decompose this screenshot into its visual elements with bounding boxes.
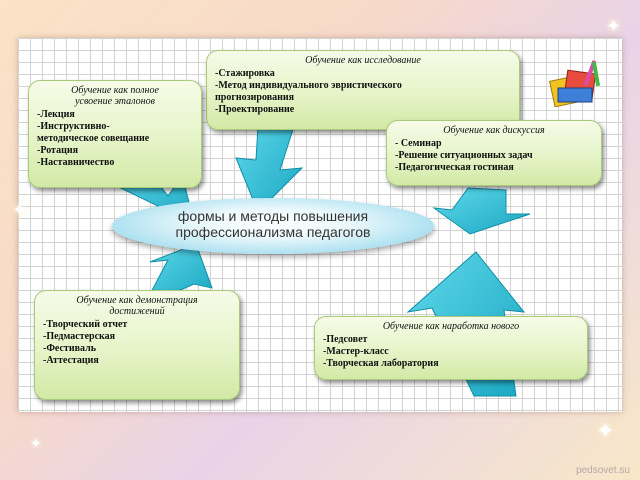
list-item: -Лекция [37, 109, 75, 120]
list-item: -Творческий отчет [43, 319, 128, 330]
list-item: -Ротация [37, 145, 79, 156]
list-item: -Творческая лаборатория [323, 358, 439, 369]
list-item: -Стажировка [215, 68, 275, 79]
list-item: -Проектирование [215, 104, 295, 115]
center-line: формы и методы повышения [177, 208, 369, 224]
list-item: прогнозирования [215, 92, 295, 103]
list-item: -Аттестация [43, 355, 99, 366]
sparkle-icon: ✦ [12, 200, 28, 220]
list-item: -Инструктивно- [37, 121, 110, 132]
title-line: достижений [109, 306, 165, 317]
box-achievements: Обучение как демонстрация достижений -Тв… [34, 290, 240, 400]
list-item: -Мастер-класс [323, 346, 389, 357]
sparkle-icon: ✦ [596, 418, 615, 443]
title-line: Обучение как полное [71, 85, 159, 96]
box-new-development-title: Обучение как наработка нового [382, 321, 520, 332]
box-new-development: Обучение как наработка нового -Педсовет … [314, 316, 588, 380]
box-full-mastery: Обучение как полное усвоение эталонов -Л… [28, 80, 202, 188]
center-topic-ellipse: формы и методы повышения профессионализм… [112, 198, 434, 254]
box-research: Обучение как исследование -Стажировка -М… [206, 50, 520, 130]
books-icon [549, 60, 601, 108]
box-full-mastery-title: Обучение как полное усвоение эталонов [37, 85, 193, 107]
list-item: -Метод индивидуального эвристического [215, 80, 402, 91]
watermark: pedsovet.su [576, 465, 630, 476]
list-item: методическое совещание [37, 133, 150, 144]
sparkle-icon: ✦ [30, 437, 42, 452]
list-item: - Семинар [395, 138, 442, 149]
box-research-title: Обучение как исследование [305, 55, 421, 66]
list-item: -Наставничество [37, 157, 115, 168]
center-line: профессионализма педагогов [175, 224, 371, 240]
list-item: -Фестиваль [43, 343, 96, 354]
box-achievements-title: Обучение как демонстрация достижений [43, 295, 231, 317]
title-line: Обучение как демонстрация [76, 295, 198, 306]
list-item: -Решение ситуационных задач [395, 150, 533, 161]
title-line: усвоение эталонов [75, 96, 155, 107]
sparkle-icon: ✦ [606, 16, 622, 36]
arrow-top-right [432, 187, 531, 235]
list-item: -Педсовет [323, 334, 368, 345]
list-item: -Педагогическая гостиная [395, 162, 514, 173]
box-discussion-title: Обучение как дискуссия [443, 125, 545, 136]
list-item: -Педмастерская [43, 331, 116, 342]
box-discussion: Обучение как дискуссия - Семинар -Решени… [386, 120, 602, 186]
